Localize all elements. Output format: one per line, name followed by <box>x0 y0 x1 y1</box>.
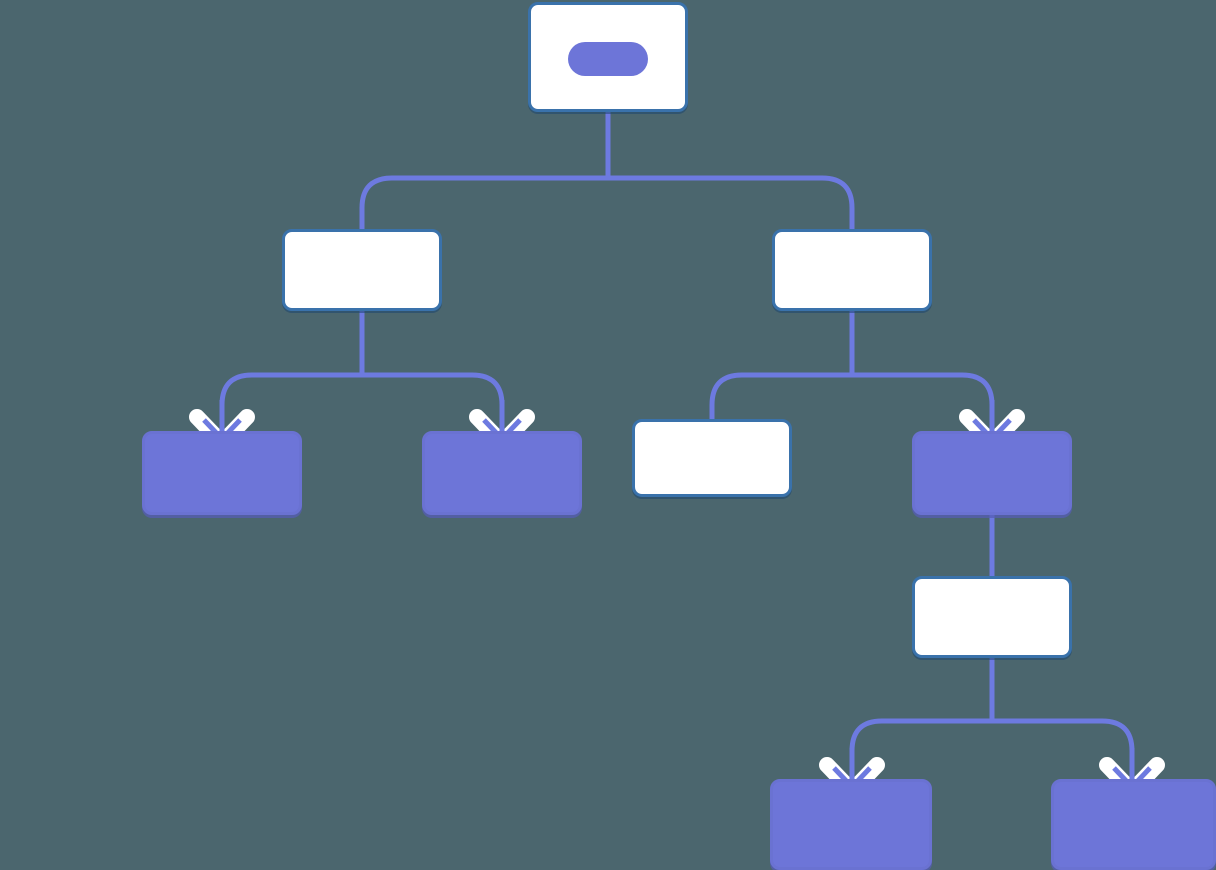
node-l2a-label <box>145 434 299 512</box>
node-l2d[interactable] <box>912 431 1072 515</box>
edge-root-l1a <box>359 175 608 229</box>
node-l1a[interactable] <box>282 229 442 311</box>
node-l4a[interactable] <box>770 779 932 870</box>
node-l4a-label <box>773 782 929 867</box>
node-l1b[interactable] <box>772 229 932 311</box>
node-l4b[interactable] <box>1051 779 1216 870</box>
edge-l1b-l2c <box>709 372 852 419</box>
node-l2a[interactable] <box>142 431 302 515</box>
node-l4b-label <box>1054 782 1213 867</box>
edge-root-l1b <box>608 175 855 229</box>
node-l2b-label <box>425 434 579 512</box>
node-l1b-label <box>775 232 929 308</box>
node-l2d-label <box>915 434 1069 512</box>
node-l2b[interactable] <box>422 431 582 515</box>
node-l3a[interactable] <box>912 576 1072 658</box>
node-l2c[interactable] <box>632 419 792 497</box>
node-root-pill-accent <box>568 42 648 76</box>
node-l1a-label <box>285 232 439 308</box>
node-l2c-label <box>635 422 789 494</box>
node-l3a-label <box>915 579 1069 655</box>
